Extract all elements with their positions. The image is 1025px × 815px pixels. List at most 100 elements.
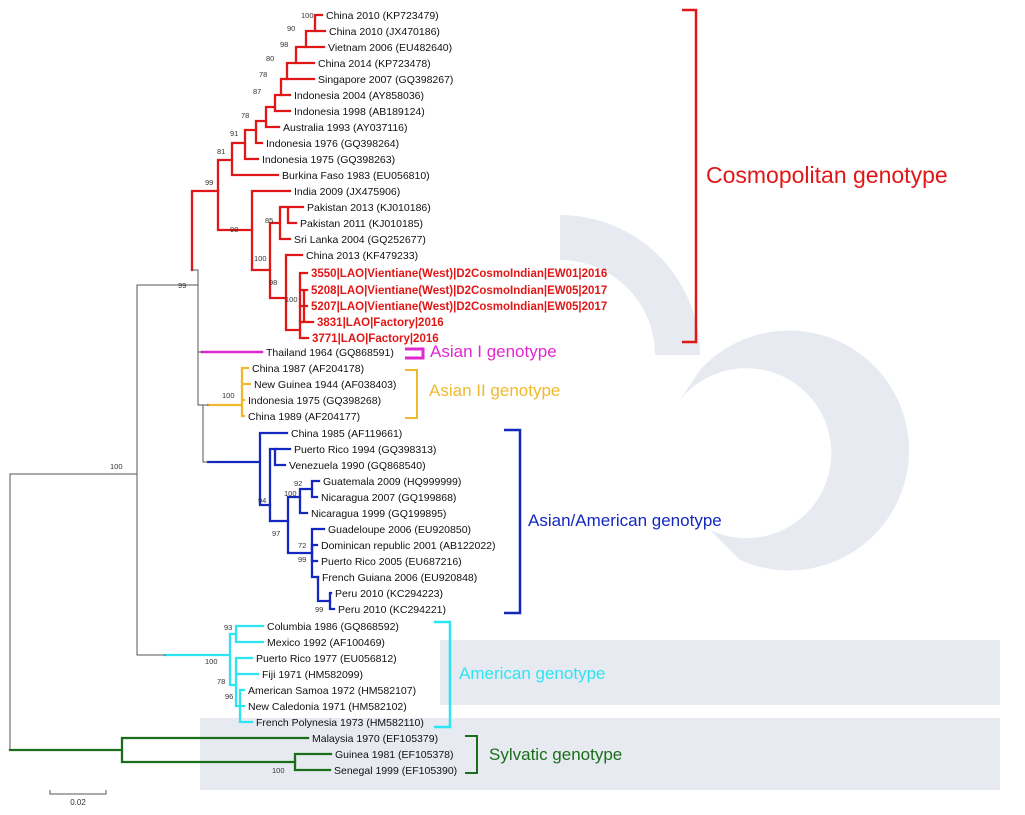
leaf-label: Columbia 1986 (GQ868592): [267, 621, 399, 633]
cosmopolitan-branches: [190, 13, 327, 340]
node-100f: [293, 752, 333, 772]
node-100d: [273, 447, 292, 467]
leaf-label: Mexico 1992 (AF100469): [267, 637, 385, 649]
bootstrap-values: 1009098807887789181998598100981009910010…: [110, 11, 323, 775]
node-87: [273, 93, 292, 113]
cosmopolitan-genotype-label: Cosmopolitan genotype: [706, 162, 948, 188]
bootstrap-value: 90: [287, 24, 295, 33]
asian-american-bracket: [504, 428, 522, 615]
node-lao: [298, 288, 315, 324]
bootstrap-value: 100: [301, 11, 314, 20]
sylvatic-branches: [8, 736, 333, 772]
bootstrap-value: 80: [266, 54, 274, 63]
bootstrap-value: 100: [272, 766, 285, 775]
node-94: [268, 447, 290, 523]
bootstrap-value: 78: [259, 70, 267, 79]
node-97: [286, 495, 314, 555]
asian-i-bracket: [405, 347, 425, 360]
asian-american-genotype-label: Asian/American genotype: [528, 511, 722, 530]
leaf-label: Puerto Rico 1994 (GQ398313): [294, 444, 436, 456]
bootstrap-value: 81: [217, 147, 225, 156]
leaf-label: Nicaragua 1999 (GQ199895): [311, 508, 446, 520]
asian-ii-bracket: [405, 369, 418, 419]
bootstrap-value: 91: [230, 129, 238, 138]
sylvatic-bracket: [465, 735, 478, 774]
american-branches: [163, 624, 265, 724]
leaf-label: Peru 2010 (KC294221): [338, 604, 446, 616]
watermark-logo: [560, 215, 700, 355]
leaf-label: Vietnam 2006 (EU482640): [328, 42, 452, 54]
node-81: [230, 141, 280, 177]
node-80: [285, 61, 316, 81]
bootstrap-value: 98: [280, 40, 288, 49]
leaf-label: 3550|LAO|Vientiane(West)|D2CosmoIndian|E…: [311, 268, 607, 280]
leaf-label: Indonesia 1998 (AB189124): [294, 106, 425, 118]
bootstrap-value: 94: [258, 496, 266, 505]
root-branch-cosmo: [190, 189, 220, 272]
node-100: [313, 13, 327, 33]
node-pak: [286, 205, 305, 225]
bootstrap-value: 99: [298, 555, 306, 564]
leaf-label: Dominican republic 2001 (AB122022): [321, 540, 496, 552]
bootstrap-value: 92: [294, 479, 302, 488]
node-98: [294, 45, 316, 65]
leaf-label: 5208|LAO|Vientiane(West)|D2CosmoIndian|E…: [311, 285, 607, 297]
leaf-label: French Polynesia 1973 (HM582110): [256, 717, 424, 729]
sylvatic-genotype-label: Sylvatic genotype: [489, 745, 622, 764]
node-98b: [250, 189, 292, 272]
bootstrap-value: 96: [225, 692, 233, 701]
bootstrap-value: 100: [110, 462, 123, 471]
leaf-label: Guatemala 2009 (HQ999999): [323, 476, 461, 488]
leaf-label: New Guinea 1944 (AF038403): [254, 379, 396, 391]
watermark-logo-arc: [680, 330, 910, 571]
node-78b: [264, 105, 281, 129]
sylvatic-root: [8, 736, 310, 764]
leaf-label: China 1985 (AF119661): [291, 428, 402, 440]
watermark-band-bottom: [200, 718, 1000, 790]
asian-i-genotype-label: Asian I genotype: [430, 342, 557, 361]
bootstrap-value: 99: [315, 605, 323, 614]
leaf-label: Indonesia 1975 (GQ398268): [248, 395, 381, 407]
node-93: [228, 624, 265, 644]
leaf-label: 3771|LAO|Factory|2016: [312, 333, 439, 345]
bootstrap-value: 93: [224, 623, 232, 632]
node-96: [238, 688, 254, 724]
backbone-branches: [9, 269, 209, 751]
leaf-label: China 2013 (KF479233): [306, 250, 418, 262]
leaf-label: 3831|LAO|Factory|2016: [317, 317, 444, 329]
node-78: [254, 119, 268, 145]
american-genotype-label: American genotype: [459, 664, 605, 683]
leaf-label: China 2010 (JX470186): [329, 26, 440, 38]
node-98c: [284, 253, 304, 332]
leaf-label: Indonesia 1976 (GQ398264): [266, 138, 399, 150]
node-90: [304, 29, 326, 49]
leaf-label: Venezuela 1990 (GQ868540): [289, 460, 426, 472]
leaf-label: Burkina Faso 1983 (EU056810): [282, 170, 430, 182]
bootstrap-value: 100: [254, 254, 267, 263]
node-100e: [298, 487, 314, 515]
cosmopolitan-bracket: [682, 8, 698, 344]
leaf-label: Pakistan 2011 (KJ010185): [300, 218, 423, 230]
node-72: [310, 527, 326, 579]
leaf-label: Singapore 2007 (GQ398267): [318, 74, 453, 86]
leaf-label: Malaysia 1970 (EF105379): [312, 733, 438, 745]
leaf-label: Guadeloupe 2006 (EU920850): [328, 524, 471, 536]
bootstrap-value: 78: [217, 677, 225, 686]
backbone-cosmo-asian: [191, 269, 203, 353]
asian-ii-node: [206, 366, 252, 418]
leaf-label: American Samoa 1972 (HM582107): [248, 685, 416, 697]
leaf-label: Puerto Rico 2005 (EU687216): [321, 556, 462, 568]
node-78d: [234, 656, 260, 708]
leaf-label: Australia 1993 (AY037116): [283, 122, 408, 134]
leaf-label: Nicaragua 2007 (GQ199868): [321, 492, 456, 504]
backbone-root: [9, 284, 193, 751]
leaf-label: Senegal 1999 (EF105390): [334, 765, 457, 777]
bootstrap-value: 72: [298, 541, 306, 550]
asian-american-branches: [206, 431, 336, 611]
leaf-label: Indonesia 2004 (AY858036): [294, 90, 424, 102]
bootstrap-value: 85: [265, 216, 273, 225]
leaf-label: French Guiana 2006 (EU920848): [322, 572, 477, 584]
leaf-label: Pakistan 2013 (KJ010186): [307, 202, 431, 214]
